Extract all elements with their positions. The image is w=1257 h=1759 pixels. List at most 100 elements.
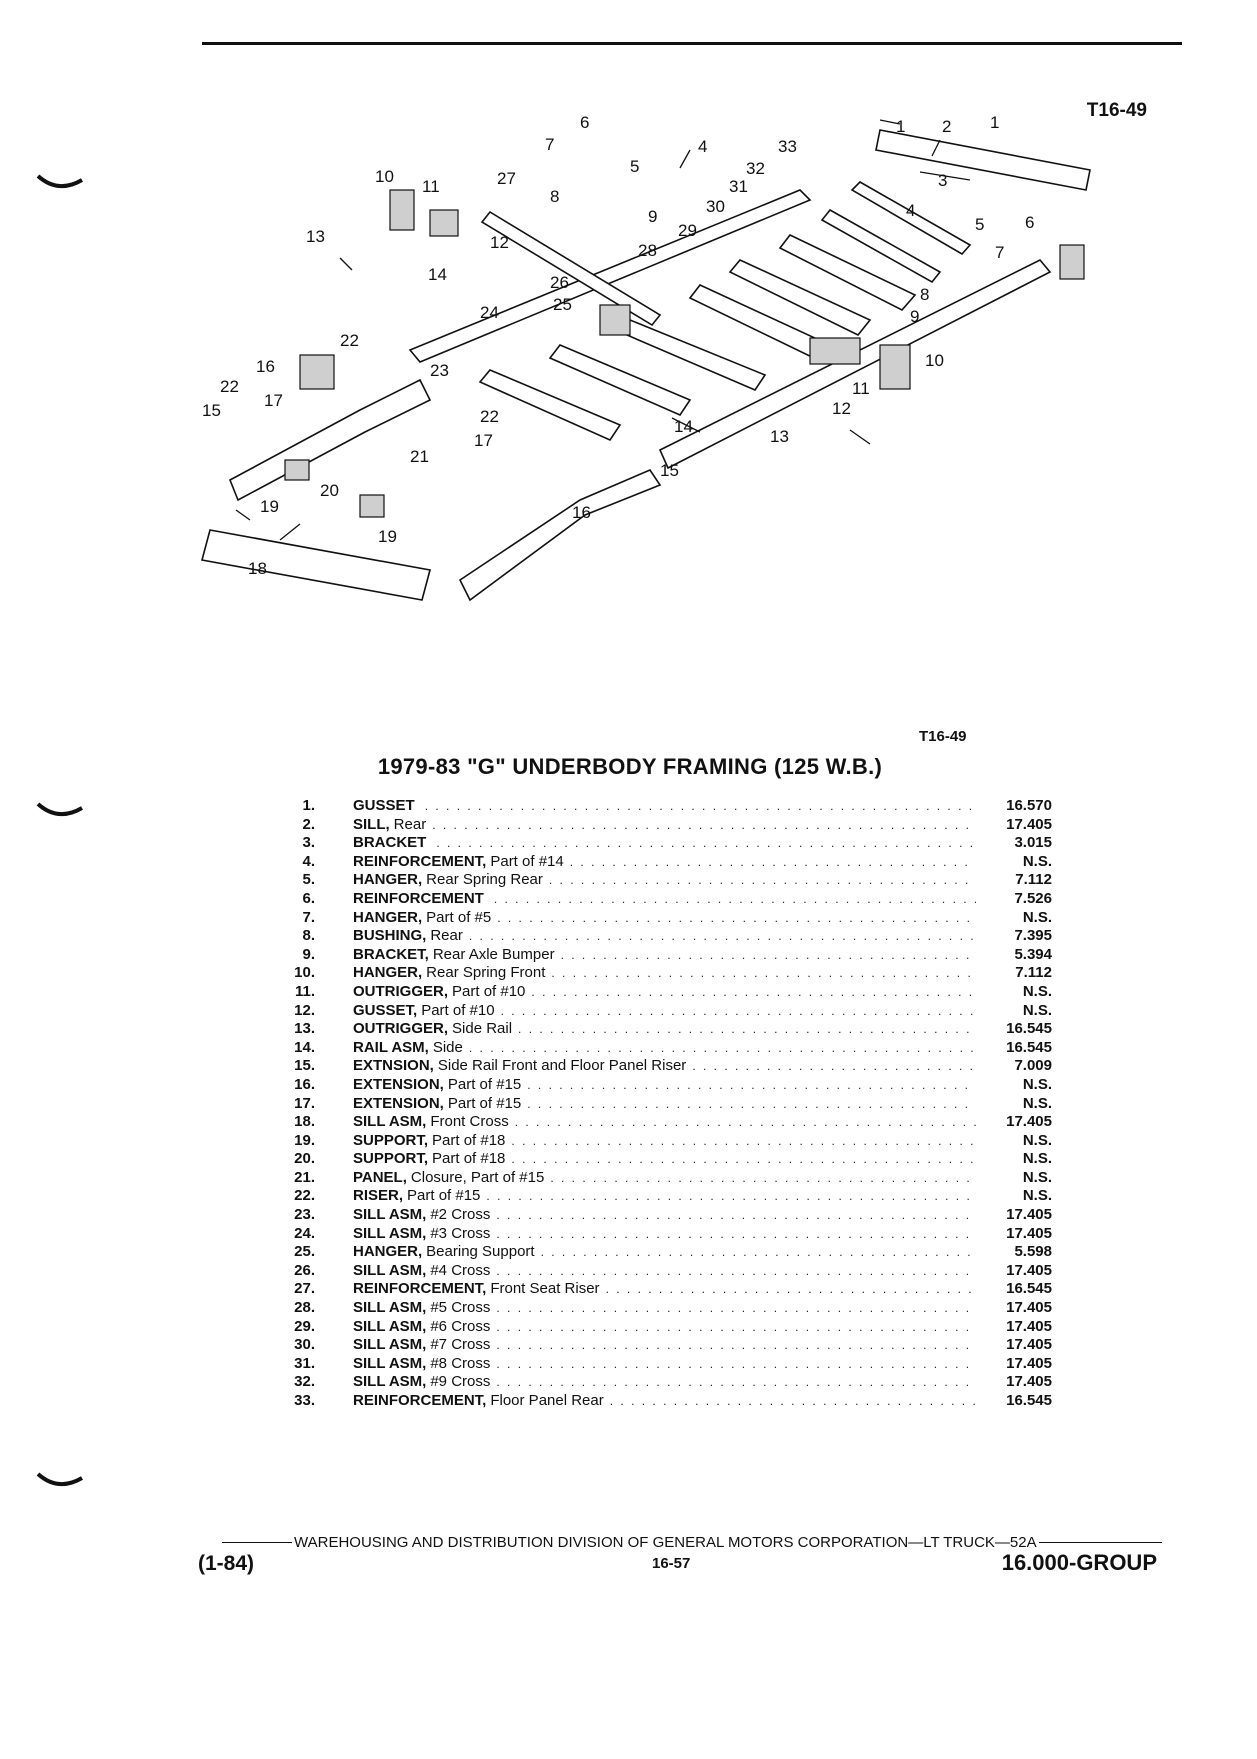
part-name: REINFORCEMENT, (353, 1280, 487, 1298)
part-description: Part of #5 (426, 908, 492, 926)
callout-label: 15 (202, 401, 221, 420)
part-row: 10.HANGER,Rear Spring Front7.112 (282, 964, 1052, 983)
leader-dots (511, 1150, 976, 1169)
part-description: Part of #18 (432, 1150, 506, 1168)
part-description: Side Rail (452, 1020, 513, 1038)
part-name: SILL ASM, (353, 1354, 427, 1372)
part-row: 22.RISER,Part of #15N.S. (282, 1187, 1052, 1206)
part-description: Rear (430, 927, 463, 945)
footer-rule (1038, 1541, 1162, 1544)
part-number: 20. (294, 1150, 315, 1168)
part-row: 5.HANGER,Rear Spring Rear7.112 (282, 871, 1052, 890)
page-title: 1979-83 "G" UNDERBODY FRAMING (125 W.B.) (377, 754, 883, 779)
rear-sill (875, 129, 1091, 191)
leader-dots (425, 797, 976, 816)
callout-label: 17 (474, 431, 493, 450)
callout-label: 22 (220, 377, 239, 396)
part-number: 1. (302, 797, 315, 814)
leader-dots (527, 1095, 976, 1114)
callout-label: 32 (746, 159, 765, 178)
leader-dots (496, 1355, 976, 1374)
part-description: #5 Cross (430, 1299, 491, 1317)
leader-dots (496, 1299, 976, 1318)
callout-label: 6 (580, 113, 589, 132)
leader-dots (496, 1373, 976, 1392)
part-row: 14.RAIL ASM,Side16.545 (282, 1039, 1052, 1058)
part-number: 17. (294, 1094, 315, 1112)
part-number: 11. (294, 982, 315, 1000)
part-description: Part of #15 (447, 1094, 522, 1112)
group-value: 17.405 (1006, 1261, 1052, 1279)
leader-dots (511, 1132, 976, 1151)
group-value: N.S. (1022, 908, 1052, 926)
group-value: 16.545 (1006, 1020, 1052, 1038)
footer-rule (222, 1541, 292, 1544)
callout-leader (679, 149, 691, 169)
part-row: 21.PANEL,Closure, Part of #15N.S. (282, 1169, 1052, 1188)
part-name: GUSSET, (353, 1001, 418, 1019)
hanger-bracket (879, 344, 911, 390)
group-value: 17.405 (1006, 1317, 1052, 1335)
leader-dots (549, 871, 976, 890)
callout-label: 9 (910, 307, 919, 326)
part-name: BRACKET (353, 834, 427, 852)
callout-leader (339, 257, 353, 271)
part-name: EXTNSION, (353, 1057, 434, 1075)
part-name: REINFORCEMENT, (353, 1392, 487, 1409)
callout-label: 7 (545, 135, 554, 154)
cross-sill-3 (548, 344, 692, 417)
leader-dots (515, 1113, 976, 1132)
leader-dots (606, 1280, 976, 1299)
group-value: N.S. (1022, 1150, 1052, 1168)
part-name: SILL ASM, (353, 1317, 427, 1335)
part-number: 30. (294, 1336, 315, 1354)
callout-label: 28 (638, 241, 657, 260)
callout-label: 1 (990, 113, 999, 132)
part-number: 31. (294, 1354, 315, 1372)
part-description: Part of #15 (407, 1187, 481, 1205)
callout-label: 12 (832, 399, 851, 418)
part-number: 32. (294, 1373, 315, 1391)
group-value: 17.405 (1006, 1206, 1052, 1224)
part-description: Rear Spring Rear (426, 871, 543, 889)
part-description: Side Rail Front and Floor Panel Riser (437, 1057, 687, 1075)
binder-hole-mark (36, 1472, 84, 1486)
callout-label: 8 (550, 187, 559, 206)
hanger-bracket (389, 189, 415, 231)
part-number: 25. (294, 1243, 315, 1261)
leader-dots (497, 909, 976, 928)
group-value: N.S. (1022, 1131, 1052, 1149)
part-number: 22. (294, 1187, 315, 1205)
revision-date: (1-84) (198, 1552, 255, 1575)
part-number: 24. (294, 1224, 315, 1242)
part-row: 31.SILL ASM,#8 Cross17.405 (282, 1355, 1052, 1374)
callout-label: 5 (630, 157, 639, 176)
group-value: 7.395 (1014, 927, 1052, 945)
leader-dots (561, 946, 976, 965)
group-value: N.S. (1022, 1094, 1052, 1112)
binder-hole-mark (36, 174, 84, 188)
callout-label: 25 (553, 295, 572, 314)
callout-leader (279, 523, 301, 541)
leader-dots (436, 834, 976, 853)
part-row: 15. EXTNSION,Side Rail Front and Floor Pa… (282, 1057, 1052, 1076)
part-row: 1.GUSSET16.570 (282, 797, 1052, 816)
callout-label: 10 (375, 167, 394, 186)
bearing-support (599, 304, 631, 336)
part-number: 14. (294, 1038, 315, 1056)
page-number: 16-57 (652, 1555, 691, 1572)
group-value: N.S. (1022, 1187, 1052, 1205)
callout-label: 20 (320, 481, 339, 500)
part-number: 15. (294, 1057, 315, 1075)
group-value: N.S. (1022, 1168, 1052, 1186)
leader-dots (496, 1318, 976, 1337)
part-number: 26. (294, 1261, 315, 1279)
part-number: 18. (294, 1113, 315, 1131)
group-value: 16.545 (1006, 1280, 1052, 1298)
part-description: #6 Cross (430, 1317, 491, 1335)
leader-dots (496, 1336, 976, 1355)
callout-label: 27 (497, 169, 516, 188)
part-number: 12. (294, 1001, 315, 1019)
part-row: 17.EXTENSION,Part of #15N.S. (282, 1095, 1052, 1114)
part-description: #8 Cross (430, 1354, 491, 1372)
